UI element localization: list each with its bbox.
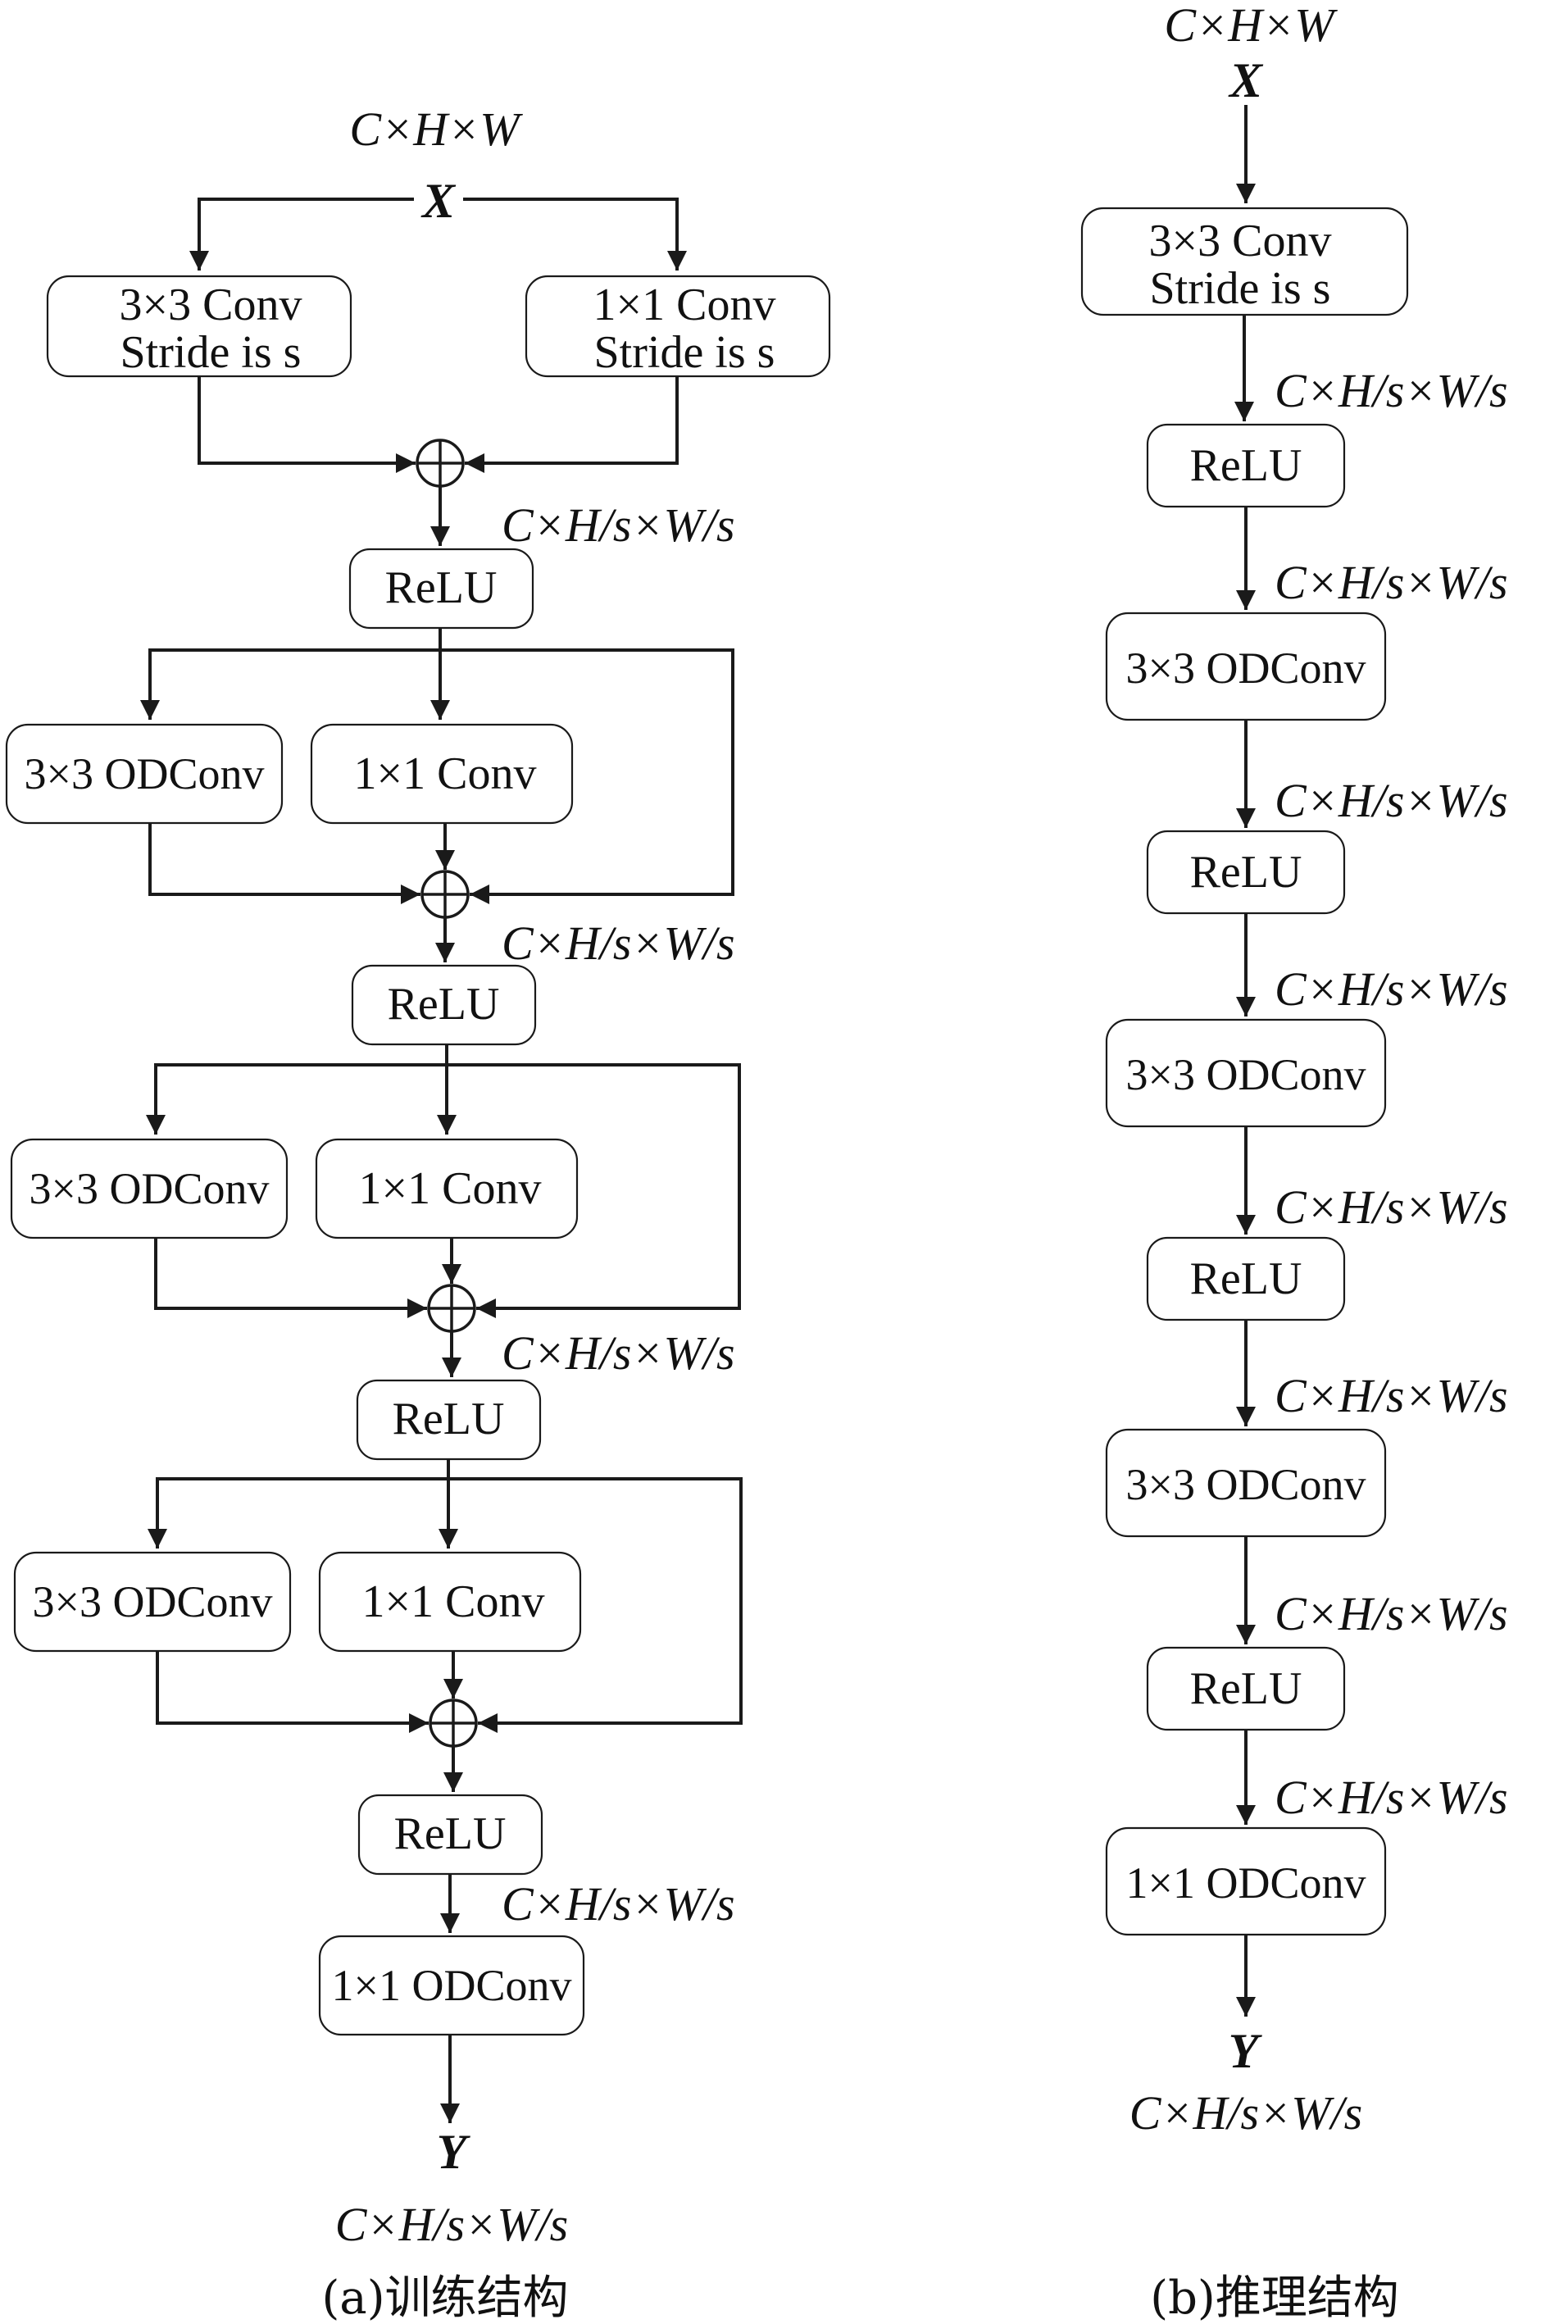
- block1-conv-label: 1×1 Conv: [354, 748, 537, 799]
- block2-odconv-label: 3×3 ODConv: [30, 1164, 270, 1213]
- block2-sum-node: [427, 1284, 476, 1333]
- block3-odconv-merge: [156, 1651, 429, 1733]
- stem-conv1-stride: Stride is s: [594, 327, 775, 378]
- block2-odconv-merge: [154, 1238, 427, 1318]
- inf-dim-6: C×H/s×W/s: [1275, 1369, 1508, 1422]
- inf-dim-1: C×H/s×W/s: [1275, 364, 1508, 417]
- block3-sum-node: [429, 1699, 478, 1748]
- inf-dim-5: C×H/s×W/s: [1275, 1180, 1508, 1234]
- block1-odconv-label: 3×3 ODConv: [25, 749, 265, 798]
- block2-identity: [447, 1063, 741, 1318]
- inference-input-x: X: [1228, 53, 1264, 107]
- inf-conv3-stride: Stride is s: [1150, 263, 1331, 314]
- stem-conv3-label: 3×3 Conv: [120, 280, 302, 330]
- inf-odconv-3-label: 3×3 ODConv: [1126, 1460, 1366, 1509]
- stem-left-branch: [189, 198, 414, 271]
- block2-odconv-box: [10, 1138, 289, 1239]
- inf-odconv-final-label: 1×1 ODConv: [1126, 1858, 1366, 1908]
- inf-odconv-2-label: 3×3 ODConv: [1126, 1050, 1366, 1099]
- inf-conv3-label: 3×3 Conv: [1149, 216, 1332, 266]
- block3-odconv-box: [13, 1551, 292, 1653]
- stem-left-merge: [198, 376, 416, 473]
- block2-split: [146, 1044, 448, 1135]
- block1-split: [140, 628, 442, 720]
- block1-sum-node: [420, 870, 470, 919]
- training-relu-2: [351, 964, 537, 1046]
- block3-split: [148, 1459, 450, 1549]
- block2-dim: C×H/s×W/s: [502, 1326, 735, 1380]
- final-odconv-label: 1×1 ODConv: [332, 1961, 572, 2010]
- inference-output-y: Y: [1229, 2024, 1263, 2078]
- training-relu-3-label: ReLU: [393, 1394, 505, 1444]
- training-output-y: Y: [437, 2125, 471, 2179]
- inference-output-dim: C×H/s×W/s: [1129, 2086, 1363, 2140]
- block3-dim: C×H/s×W/s: [502, 1877, 735, 1931]
- training-caption: (a)训练结构: [321, 2272, 568, 2324]
- training-output-dim: C×H/s×W/s: [335, 2198, 569, 2251]
- training-relu-1-label: ReLU: [385, 562, 498, 613]
- block3-odconv-label: 3×3 ODConv: [33, 1577, 273, 1626]
- stem-right-branch: [463, 198, 687, 271]
- inf-dim-8: C×H/s×W/s: [1275, 1771, 1508, 1824]
- inf-relu-2-label: ReLU: [1190, 847, 1302, 898]
- block1-odconv-box: [5, 723, 284, 825]
- stem-conv3-stride: Stride is s: [120, 327, 302, 378]
- training-input-x: X: [420, 174, 457, 228]
- training-structure: C×H×W X 3×3 Conv Stride is s 1×1 Conv St…: [5, 102, 831, 2324]
- block1-dim: C×H/s×W/s: [502, 916, 735, 970]
- inf-dim-2: C×H/s×W/s: [1275, 556, 1508, 609]
- block3-conv-label: 1×1 Conv: [362, 1576, 545, 1627]
- inf-relu-4-label: ReLU: [1190, 1663, 1302, 1714]
- block3-identity: [448, 1477, 743, 1733]
- inf-dim-4: C×H/s×W/s: [1275, 962, 1508, 1016]
- inf-dim-3: C×H/s×W/s: [1275, 774, 1508, 827]
- training-input-dim: C×H×W: [349, 102, 523, 156]
- inf-relu-1-label: ReLU: [1190, 440, 1302, 491]
- block2-conv-box: [315, 1138, 579, 1239]
- training-relu-4-label: ReLU: [394, 1808, 507, 1859]
- inf-relu-3-label: ReLU: [1190, 1253, 1302, 1304]
- block1-odconv-merge: [148, 823, 420, 904]
- stem-sum-node: [416, 439, 465, 488]
- inf-dim-7: C×H/s×W/s: [1275, 1587, 1508, 1640]
- inference-caption: (b)推理结构: [1150, 2272, 1399, 2324]
- block1-conv-box: [310, 723, 574, 825]
- stem-conv1-label: 1×1 Conv: [593, 280, 776, 330]
- inference-input-dim: C×H×W: [1164, 0, 1338, 52]
- stem-right-merge: [465, 376, 679, 473]
- inference-structure: C×H×W X 3×3 Conv Stride is s C×H/s×W/s R…: [1080, 0, 1508, 2324]
- block1-identity: [440, 648, 734, 904]
- inf-odconv-1-label: 3×3 ODConv: [1126, 644, 1366, 693]
- block2-conv-label: 1×1 Conv: [359, 1163, 542, 1214]
- training-relu-2-label: ReLU: [388, 979, 500, 1030]
- block3-conv-box: [318, 1551, 582, 1653]
- stem-output-dim: C×H/s×W/s: [502, 498, 735, 552]
